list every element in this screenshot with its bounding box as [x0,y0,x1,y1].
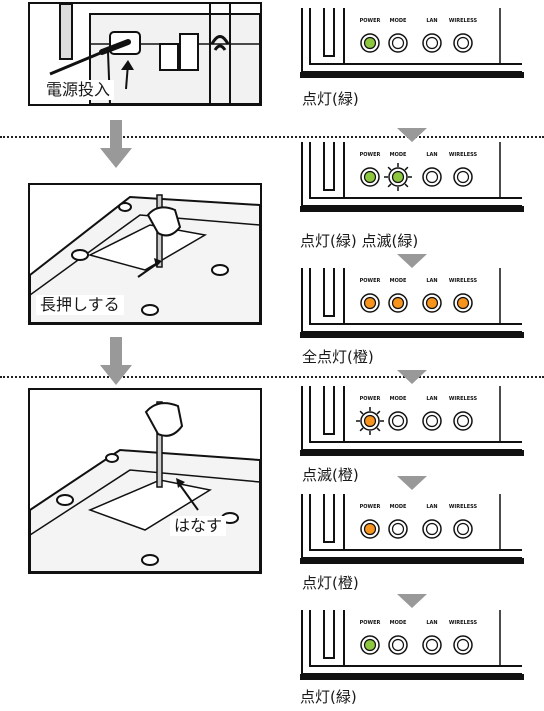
led-lan [422,519,442,539]
led-panel-graphic: POWER MODE LAN WIRELESS [300,142,524,212]
led-label-wireless: WIRELESS [449,278,478,284]
separator-line-2 [0,376,544,378]
step-triangle-icon [397,128,427,142]
led-panel-graphic: POWER MODE LAN WIRELESS [300,268,524,338]
led-panel: POWER MODE LAN WIRELESS [300,610,524,680]
separator-line-1 [0,136,544,138]
step-triangle-icon [397,254,427,268]
led-wireless [453,411,473,431]
led-panel: POWER MODE LAN WIRELESS [300,142,524,212]
led-label-mode: MODE [390,18,407,24]
led-panel-graphic: POWER MODE LAN WIRELESS [300,386,524,456]
step-caption: 点灯(緑) 点滅(緑) [300,232,419,250]
led-label-power: POWER [360,278,381,284]
release-photo: はなす [28,388,262,574]
led-label-lan: LAN [426,278,437,284]
step-triangle-icon [397,476,427,490]
led-panel: POWER MODE LAN WIRELESS [300,386,524,456]
led-label-lan: LAN [426,504,437,510]
router-bottom-release-illustration [29,390,261,573]
power-input-photo: 電源投入 [28,2,262,106]
led-label-power: POWER [360,396,381,402]
led-power [356,407,384,435]
led-mode [388,293,408,313]
step-caption: 全点灯(橙) [302,348,374,366]
led-mode [384,163,412,191]
led-panel-graphic: POWER MODE LAN WIRELESS [300,494,524,564]
led-mode [388,519,408,539]
led-label-power: POWER [360,18,381,24]
long-press-photo: 長押しする [28,183,262,325]
led-lan [422,33,442,53]
led-power [360,293,380,313]
led-wireless [453,635,473,655]
led-power [360,167,380,187]
step-triangle-icon [397,370,427,384]
led-label-power: POWER [360,620,381,626]
led-panel: POWER MODE LAN WIRELESS [300,8,524,78]
led-label-wireless: WIRELESS [449,18,478,24]
step-caption: 点滅(橙) [302,466,359,484]
led-lan [422,635,442,655]
led-label-power: POWER [360,504,381,510]
down-arrow-icon [100,120,132,168]
led-mode [388,635,408,655]
step-triangle-icon [397,594,427,608]
led-wireless [453,519,473,539]
led-panel-graphic: POWER MODE LAN WIRELESS [300,8,524,78]
led-label-lan: LAN [426,18,437,24]
led-panel-graphic: POWER MODE LAN WIRELESS [300,610,524,680]
led-lan [422,293,442,313]
led-label-wireless: WIRELESS [449,152,478,158]
release-label: はなす [170,516,227,536]
led-label-lan: LAN [426,396,437,402]
led-label-wireless: WIRELESS [449,396,478,402]
led-lan [422,411,442,431]
down-arrow-icon [100,337,132,385]
led-lan [422,167,442,187]
led-label-power: POWER [360,152,381,158]
step-caption: 点灯(緑) [302,90,359,108]
led-panel: POWER MODE LAN WIRELESS [300,494,524,564]
led-wireless [453,293,473,313]
step-caption: 点灯(橙) [302,574,359,592]
led-power [360,635,380,655]
led-mode [388,33,408,53]
led-label-mode: MODE [390,504,407,510]
led-mode [388,411,408,431]
led-label-wireless: WIRELESS [449,504,478,510]
led-label-wireless: WIRELESS [449,620,478,626]
led-wireless [453,167,473,187]
led-panel: POWER MODE LAN WIRELESS [300,268,524,338]
led-label-mode: MODE [390,278,407,284]
long-press-label: 長押しする [36,295,124,315]
led-label-lan: LAN [426,152,437,158]
led-power [360,33,380,53]
led-label-lan: LAN [426,620,437,626]
led-power [360,519,380,539]
led-wireless [453,33,473,53]
led-label-mode: MODE [390,396,407,402]
led-label-mode: MODE [390,620,407,626]
led-label-mode: MODE [390,152,407,158]
power-input-label: 電源投入 [42,80,115,100]
step-caption: 点灯(緑) [300,688,357,706]
